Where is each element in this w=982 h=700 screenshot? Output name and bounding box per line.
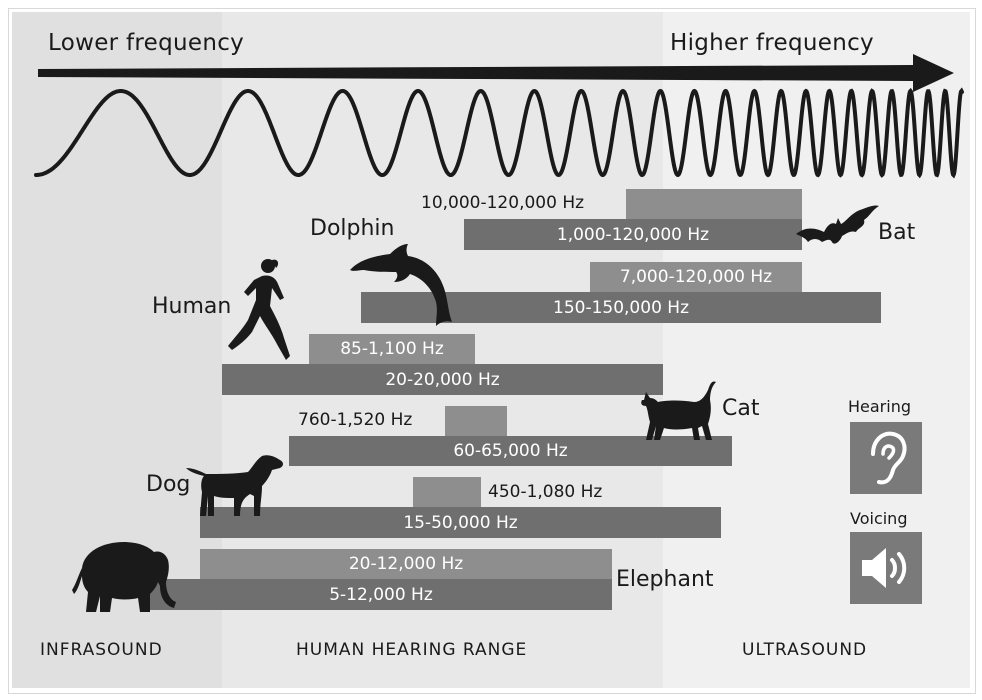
arrow-icon bbox=[38, 54, 954, 92]
dog-hearing-bar: 15-50,000 Hz bbox=[200, 507, 721, 538]
bat-name: Bat bbox=[878, 220, 916, 245]
legend-voicing-box bbox=[850, 532, 922, 604]
elephant-hearing-bar: 5-12,000 Hz bbox=[150, 579, 612, 610]
bat-icon bbox=[796, 205, 879, 244]
cat-hearing-label: 60-65,000 Hz bbox=[453, 441, 568, 461]
runner-icon bbox=[228, 259, 290, 360]
lower-frequency-label: Lower frequency bbox=[48, 30, 245, 56]
frame-border bbox=[8, 8, 976, 694]
bat-voicing-bar bbox=[626, 189, 802, 219]
dog-voicing-label: 450-1,080 Hz bbox=[488, 482, 603, 502]
legend-hearing-box bbox=[850, 422, 922, 494]
speaker-icon bbox=[862, 548, 907, 588]
bat-hearing-label: 1,000-120,000 Hz bbox=[556, 224, 710, 245]
dog-voicing-bar bbox=[413, 477, 481, 507]
dolphin-name: Dolphin bbox=[310, 216, 395, 241]
human-voicing-bar: 85-1,100 Hz bbox=[309, 334, 475, 364]
elephant-icon bbox=[72, 542, 176, 612]
legend-voicing-label: Voicing bbox=[850, 509, 908, 528]
cat-voicing-label: 760-1,520 Hz bbox=[298, 410, 413, 430]
ultrasound-label: ULTRASOUND bbox=[742, 640, 868, 660]
elephant-name: Elephant bbox=[616, 567, 714, 592]
elephant-hearing-label: 5-12,000 Hz bbox=[329, 584, 433, 605]
ear-icon bbox=[871, 431, 907, 485]
cat-hearing-bar: 60-65,000 Hz bbox=[289, 436, 732, 466]
human-name: Human bbox=[152, 294, 232, 319]
dog-name: Dog bbox=[146, 472, 191, 497]
human-voicing-label: 85-1,100 Hz bbox=[340, 339, 444, 359]
infrasound-label: INFRASOUND bbox=[40, 640, 163, 660]
dog-icon bbox=[186, 455, 283, 516]
cat-voicing-bar bbox=[445, 406, 507, 436]
bat-voicing-label: 10,000-120,000 Hz bbox=[421, 193, 585, 213]
dog-hearing-label: 15-50,000 Hz bbox=[403, 512, 518, 533]
higher-frequency-label: Higher frequency bbox=[670, 30, 874, 56]
waveform-icon bbox=[34, 87, 964, 179]
human-hearing-range-label: HUMAN HEARING RANGE bbox=[296, 640, 528, 660]
dolphin-voicing-bar: 7,000-120,000 Hz bbox=[590, 262, 802, 292]
human-hearing-bar: 20-20,000 Hz bbox=[222, 364, 663, 395]
cat-name: Cat bbox=[722, 396, 760, 421]
elephant-voicing-label: 20-12,000 Hz bbox=[348, 554, 464, 574]
elephant-voicing-bar: 20-12,000 Hz bbox=[200, 549, 612, 579]
human-hearing-label: 20-20,000 Hz bbox=[385, 369, 500, 390]
cat-icon bbox=[641, 381, 716, 440]
dolphin-icon bbox=[350, 244, 452, 326]
dolphin-voicing-label: 7,000-120,000 Hz bbox=[619, 267, 773, 287]
legend-hearing-label: Hearing bbox=[848, 397, 911, 416]
dolphin-hearing-label: 150-150,000 Hz bbox=[553, 297, 689, 318]
bat-hearing-bar: 1,000-120,000 Hz bbox=[464, 219, 802, 250]
